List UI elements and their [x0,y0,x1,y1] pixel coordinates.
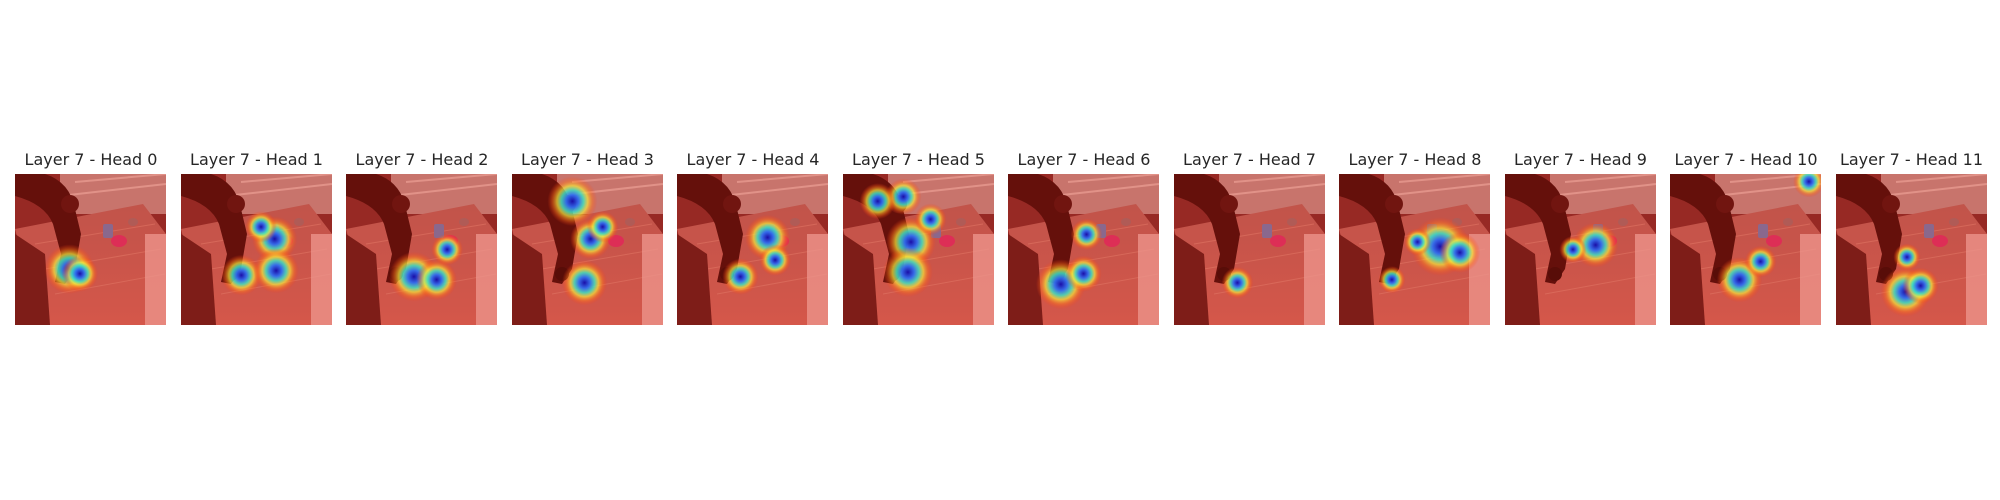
panel-title: Layer 7 - Head 7 [1183,150,1316,169]
attention-heatmap-image [1835,174,1987,325]
attention-hotspot [759,244,792,276]
panel-title: Layer 7 - Head 6 [1017,150,1151,169]
panel-title: Layer 7 - Head 2 [355,150,489,169]
attention-heatmap-image [346,174,497,325]
scene-backdrop [1504,174,1656,325]
attention-hotspot [859,183,896,220]
panel-title: Layer 7 - Head 0 [24,150,158,169]
attention-hotspot [546,176,597,227]
panel-title: Layer 7 - Head 8 [1348,150,1482,169]
attention-heatmap-image [1504,174,1656,325]
attention-hotspot [1901,267,1939,304]
panel-title: Layer 7 - Head 10 [1674,150,1818,169]
attention-heatmap-image [1173,174,1325,325]
attention-hotspot [244,210,277,243]
attention-hotspot [1070,218,1103,251]
attention-heatmap-image [511,174,663,325]
attention-hotspot [1744,245,1777,278]
scene-backdrop [15,174,166,325]
attention-heatmap-image [677,174,828,325]
attention-hotspot [1892,243,1921,271]
scene-backdrop [1173,174,1325,325]
attention-hotspot [586,210,618,243]
panel-title: Layer 7 - Head 9 [1514,150,1647,169]
attention-hotspot [61,255,99,292]
attention-heatmap-image [180,174,332,325]
attention-hotspot [416,259,457,301]
attention-heatmap-image [1008,174,1159,325]
attention-hotspot [252,247,299,294]
attention-heatmap-image [1670,174,1821,325]
panel-title: Layer 7 - Head 1 [190,150,323,169]
scene-backdrop [346,174,497,325]
attention-hotspot [1558,235,1587,264]
panel-title: Layer 7 - Head 11 [1839,150,1984,169]
attention-hotspot [882,247,933,298]
panel-title: Layer 7 - Head 4 [686,150,820,169]
scene-backdrop [1670,174,1821,325]
attention-hotspot [1403,228,1432,256]
attention-hotspot [1378,266,1406,294]
attention-hotspot [1221,266,1253,299]
attention-heatmap-image [842,174,994,325]
attention-heatmap-image [15,174,166,325]
panel-title: Layer 7 - Head 3 [521,150,654,169]
panel-title: Layer 7 - Head 5 [852,150,985,169]
attention-hotspot [1065,255,1102,292]
attention-hotspot [431,233,464,266]
attention-hotspot [1793,174,1821,198]
attention-heatmap-image [1339,174,1490,325]
attention-hotspot [220,254,262,296]
attention-hotspot [1439,232,1481,273]
attention-hotspot [561,260,607,306]
attention-hotspot [914,203,946,236]
attention-hotspot [722,258,759,295]
